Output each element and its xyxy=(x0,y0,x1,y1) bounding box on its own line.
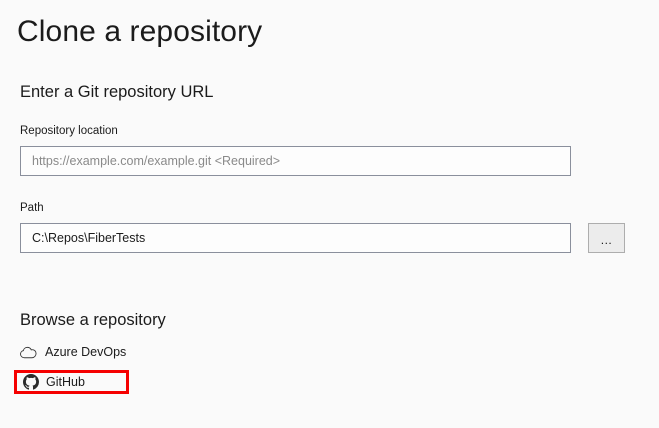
cloud-icon xyxy=(20,344,37,361)
browse-repository-section-heading: Browse a repository xyxy=(20,311,166,329)
browse-path-button[interactable]: ... xyxy=(588,223,625,253)
path-input[interactable] xyxy=(20,223,571,253)
page-title: Clone a repository xyxy=(17,15,263,48)
git-url-section-heading: Enter a Git repository URL xyxy=(20,83,214,101)
repository-location-label: Repository location xyxy=(20,125,118,137)
provider-row-github[interactable]: GitHub xyxy=(14,370,129,394)
ellipsis-icon: ... xyxy=(600,233,613,247)
github-icon xyxy=(22,374,39,391)
path-label: Path xyxy=(20,202,44,214)
provider-label-github: GitHub xyxy=(46,374,85,389)
repository-location-input[interactable] xyxy=(20,146,571,176)
provider-label-azure-devops: Azure DevOps xyxy=(45,344,127,359)
provider-row-azure-devops[interactable]: Azure DevOps xyxy=(20,341,126,363)
